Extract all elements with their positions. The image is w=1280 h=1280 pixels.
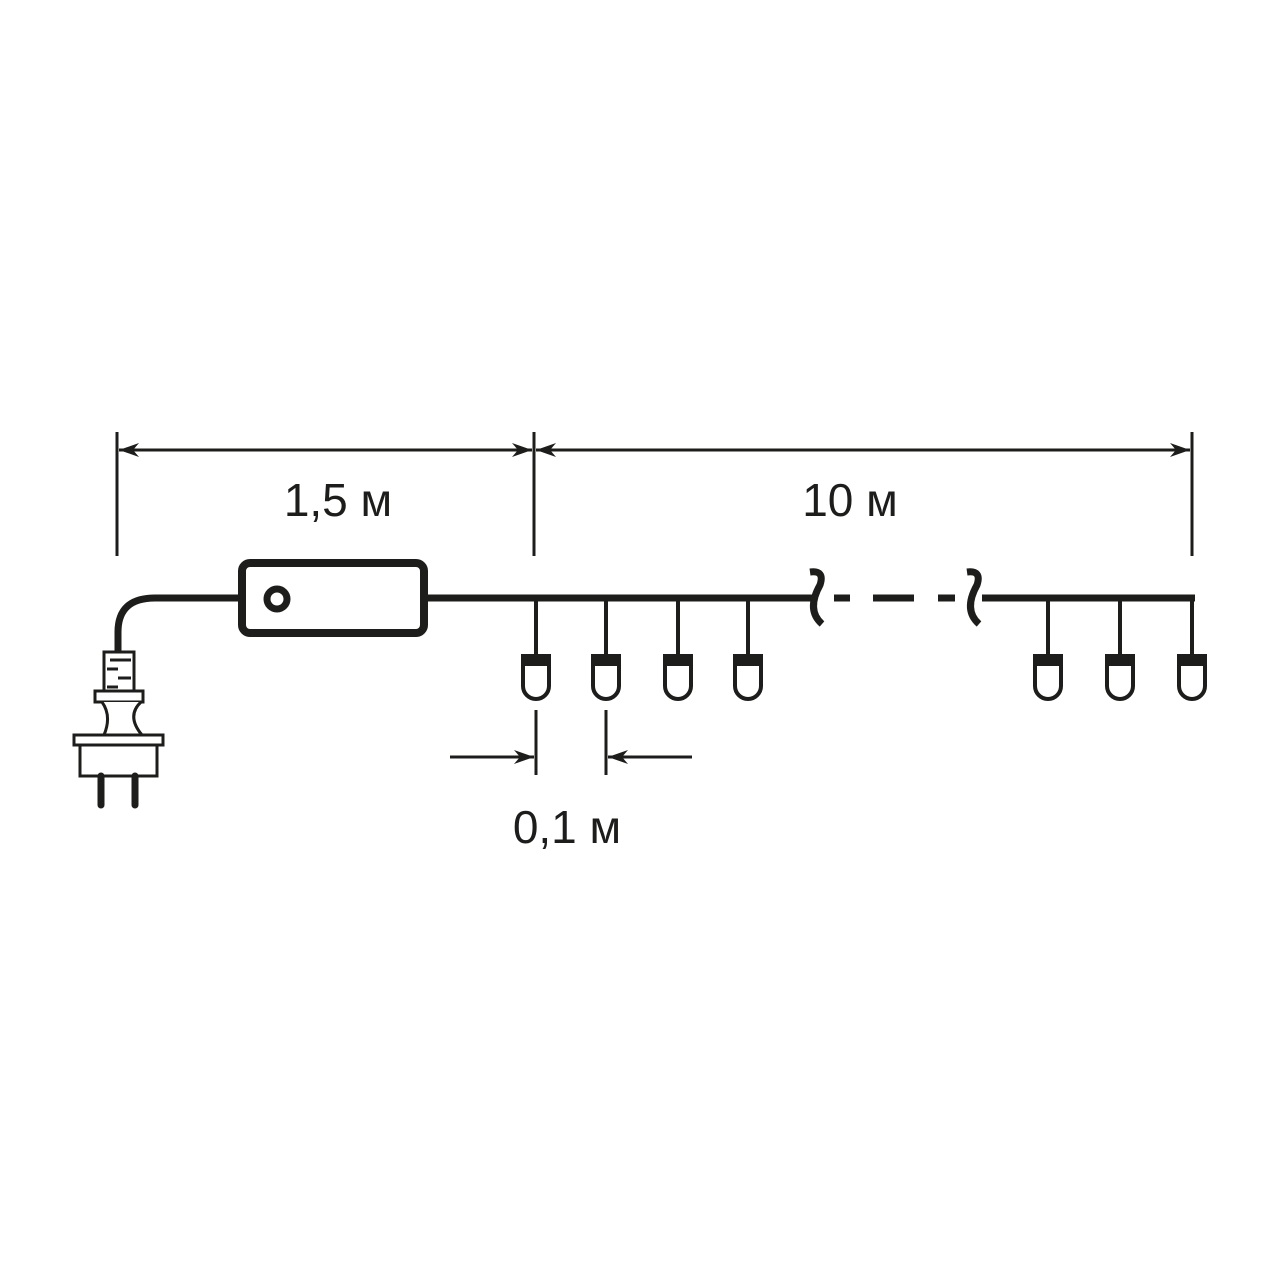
led-bulb-icon (663, 654, 693, 701)
controller-icon (238, 559, 428, 637)
led-bulb-icon (1033, 654, 1063, 701)
led-group-end (1033, 598, 1207, 701)
string-length-label: 10 м (802, 474, 898, 526)
led-bulb-icon (733, 654, 763, 701)
dimension-lead-length (115, 432, 1194, 556)
led-group-start (521, 598, 763, 701)
lead-length-label: 1,5 м (284, 474, 392, 526)
led-spacing-label: 0,1 м (513, 801, 621, 853)
led-bulb-icon (1177, 654, 1207, 701)
break-symbol-icon (809, 568, 982, 627)
led-bulb-icon (1105, 654, 1135, 701)
dimension-led-spacing (450, 710, 692, 775)
led-bulb-icon (521, 654, 551, 701)
led-bulb-icon (591, 654, 621, 701)
plug-icon (72, 650, 165, 809)
